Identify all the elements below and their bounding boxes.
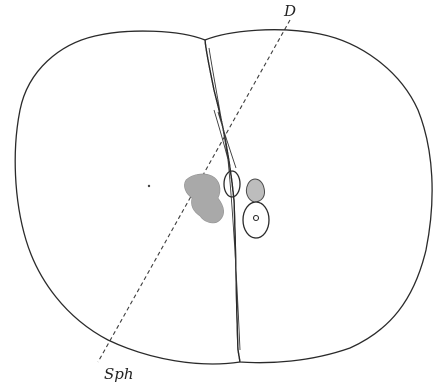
label-d: D bbox=[283, 2, 296, 20]
fiber-strand bbox=[214, 110, 230, 168]
grey-body bbox=[246, 179, 264, 202]
inner-dot bbox=[254, 216, 259, 221]
right-lobe-outline bbox=[205, 30, 432, 363]
center-point bbox=[148, 185, 150, 187]
label-sph: Sph bbox=[104, 365, 134, 383]
